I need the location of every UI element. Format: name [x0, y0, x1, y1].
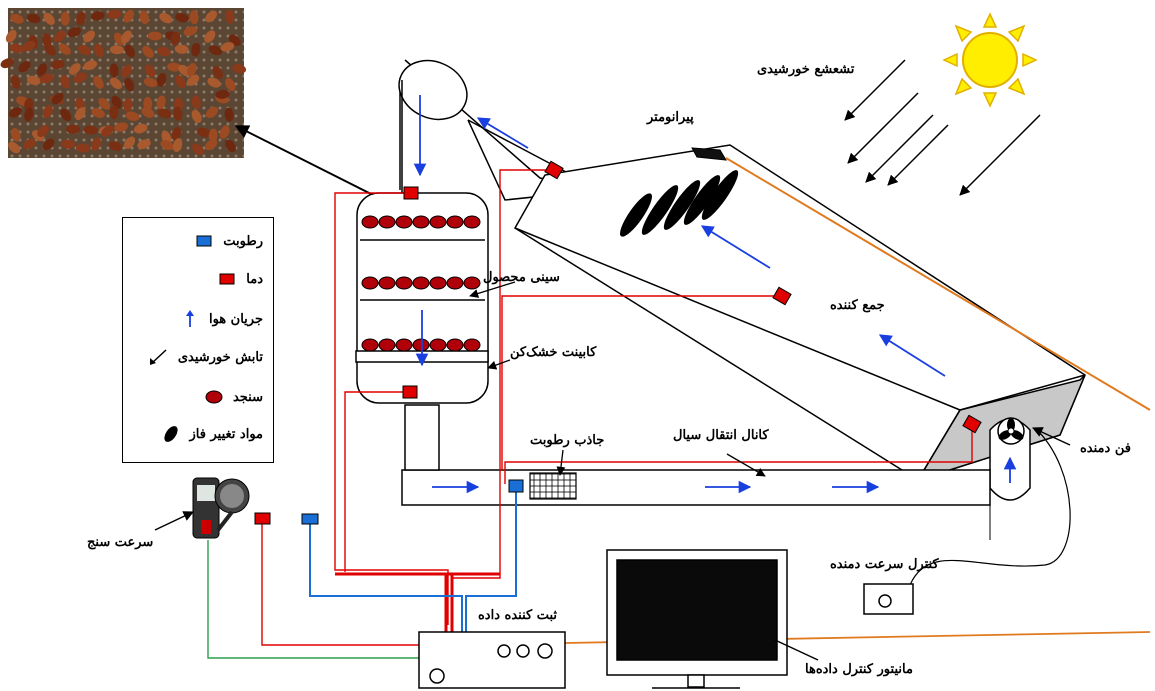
anemometer-icon [193, 478, 249, 538]
speed-meter-pointer [155, 512, 193, 530]
legend-item-solar: تابش خورشیدی [146, 348, 263, 366]
photo-pistachio [66, 125, 80, 134]
label-dryer-cabinet: کابینت خشک‌کن [510, 345, 596, 360]
air-flow-icon [177, 310, 203, 328]
tray-pistachio [413, 339, 429, 351]
tray-pistachio [362, 216, 378, 228]
photo-pointer-arrow [236, 126, 383, 200]
pistachio-photo [0, 8, 247, 158]
tray-pistachio [362, 339, 378, 351]
solar-irradiance-icon [146, 348, 172, 366]
tray-pistachio [464, 339, 480, 351]
legend-label: جریان هوا [209, 312, 263, 327]
temperature-sensor-icon [214, 270, 240, 288]
label-product-tray: سینی محصول [483, 270, 560, 285]
label-fluid-channel: کانال انتقال سیال [673, 428, 769, 443]
sun-icon [944, 14, 1036, 106]
tray-pistachio [379, 216, 395, 228]
tray-pistachio [379, 339, 395, 351]
legend-item-pistachio: سنجد [201, 388, 263, 406]
label-blower-speed-control: کنترل سرعت دمنده [830, 557, 939, 572]
tray-pistachio [464, 277, 480, 289]
legend-item-temperature: دما [214, 270, 263, 288]
label-collector: جمع کننده [830, 298, 885, 313]
solar-radiation-arrows [845, 60, 1040, 195]
tray-pistachio [447, 277, 463, 289]
tray-pistachio [396, 277, 412, 289]
tray-pistachio [396, 339, 412, 351]
legend-label: دما [246, 272, 263, 287]
legend-item-pcm: مواد تغییر فاز [158, 425, 264, 443]
fan-icon [997, 418, 1025, 444]
legend-label: سنجد [233, 390, 263, 405]
label-data-monitor: مانیتور کنترل داده‌ها [805, 662, 913, 677]
fan-speed-controller [864, 584, 913, 614]
label-speed-meter: سرعت سنج [87, 535, 153, 550]
label-desiccant: جاذب رطوبت [530, 433, 604, 448]
desiccant-grid [530, 473, 576, 499]
humidity-sensor-icon [191, 232, 217, 250]
photo-pistachio [61, 12, 70, 26]
legend-label: تابش خورشیدی [178, 350, 263, 365]
tray-pistachio [430, 277, 446, 289]
tray-pistachio [430, 216, 446, 228]
temperature-bundle [335, 574, 500, 640]
tray-pistachio [447, 216, 463, 228]
legend-label: مواد تغییر فاز [190, 427, 264, 442]
legend-item-air-flow: جریان هوا [177, 310, 263, 328]
legend-item-humidity: رطوبت [191, 232, 263, 250]
pistachio-icon [201, 388, 227, 406]
tray-pistachio [413, 277, 429, 289]
tray-pistachio [430, 339, 446, 351]
tray-pistachio [413, 216, 429, 228]
data-monitor [607, 550, 787, 688]
label-solar-radiation: تشعشع خورشیدی [757, 62, 854, 77]
tray-pistachio [362, 277, 378, 289]
speed-meter-wire [208, 540, 420, 658]
label-blower-fan: فن دمنده [1080, 441, 1131, 456]
tray-pistachio [447, 339, 463, 351]
legend-label: رطوبت [223, 234, 263, 249]
label-data-logger: ثبت کننده داده [478, 608, 557, 623]
air-flow-arrow [478, 118, 528, 148]
tray-pistachio [379, 277, 395, 289]
dryer-cabinet [356, 193, 488, 403]
label-pyranometer: پیرانومتر [647, 110, 694, 125]
tray-pistachio [464, 216, 480, 228]
data-logger [419, 632, 565, 688]
legend: رطوبت دما جریان هوا تابش خورشیدی سنجد مو… [122, 217, 274, 463]
pcm-icon [158, 425, 184, 443]
tray-pistachio [396, 216, 412, 228]
